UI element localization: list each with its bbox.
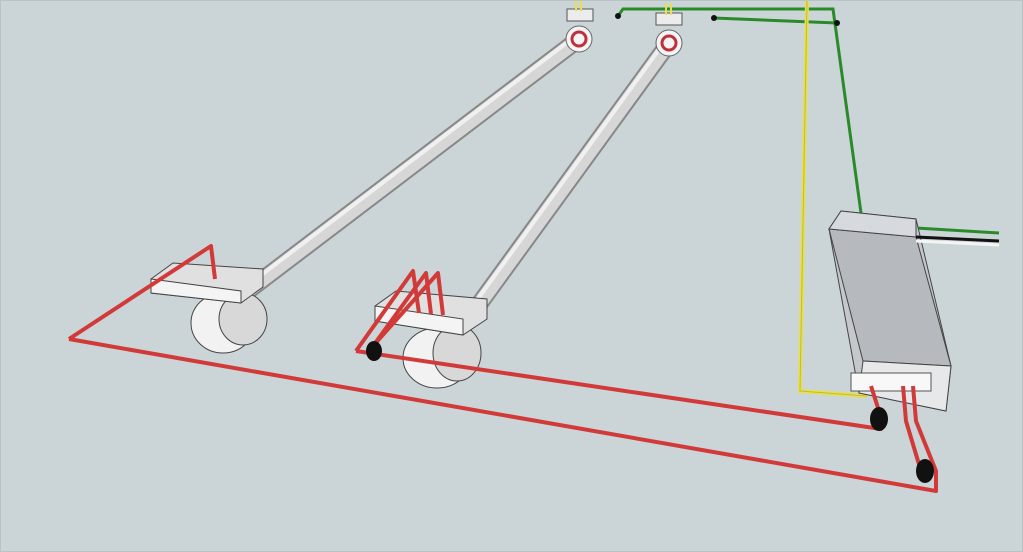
wire-end	[711, 15, 717, 21]
wire-nut	[366, 341, 934, 483]
hot-wire	[67, 244, 938, 493]
lamp-holder-top	[565, 1, 594, 53]
fluorescent-tube	[447, 34, 678, 345]
wire-end	[615, 13, 621, 19]
ballast	[828, 210, 952, 412]
neutral-wire	[797, 1, 868, 398]
lamp-holder-top	[655, 3, 683, 57]
ground-wire	[616, 7, 1000, 235]
lamp-holder-bottom	[150, 262, 268, 354]
wire-end	[834, 20, 840, 26]
fluorescent-tube	[232, 30, 588, 305]
ballast-output-wires	[915, 235, 1000, 247]
